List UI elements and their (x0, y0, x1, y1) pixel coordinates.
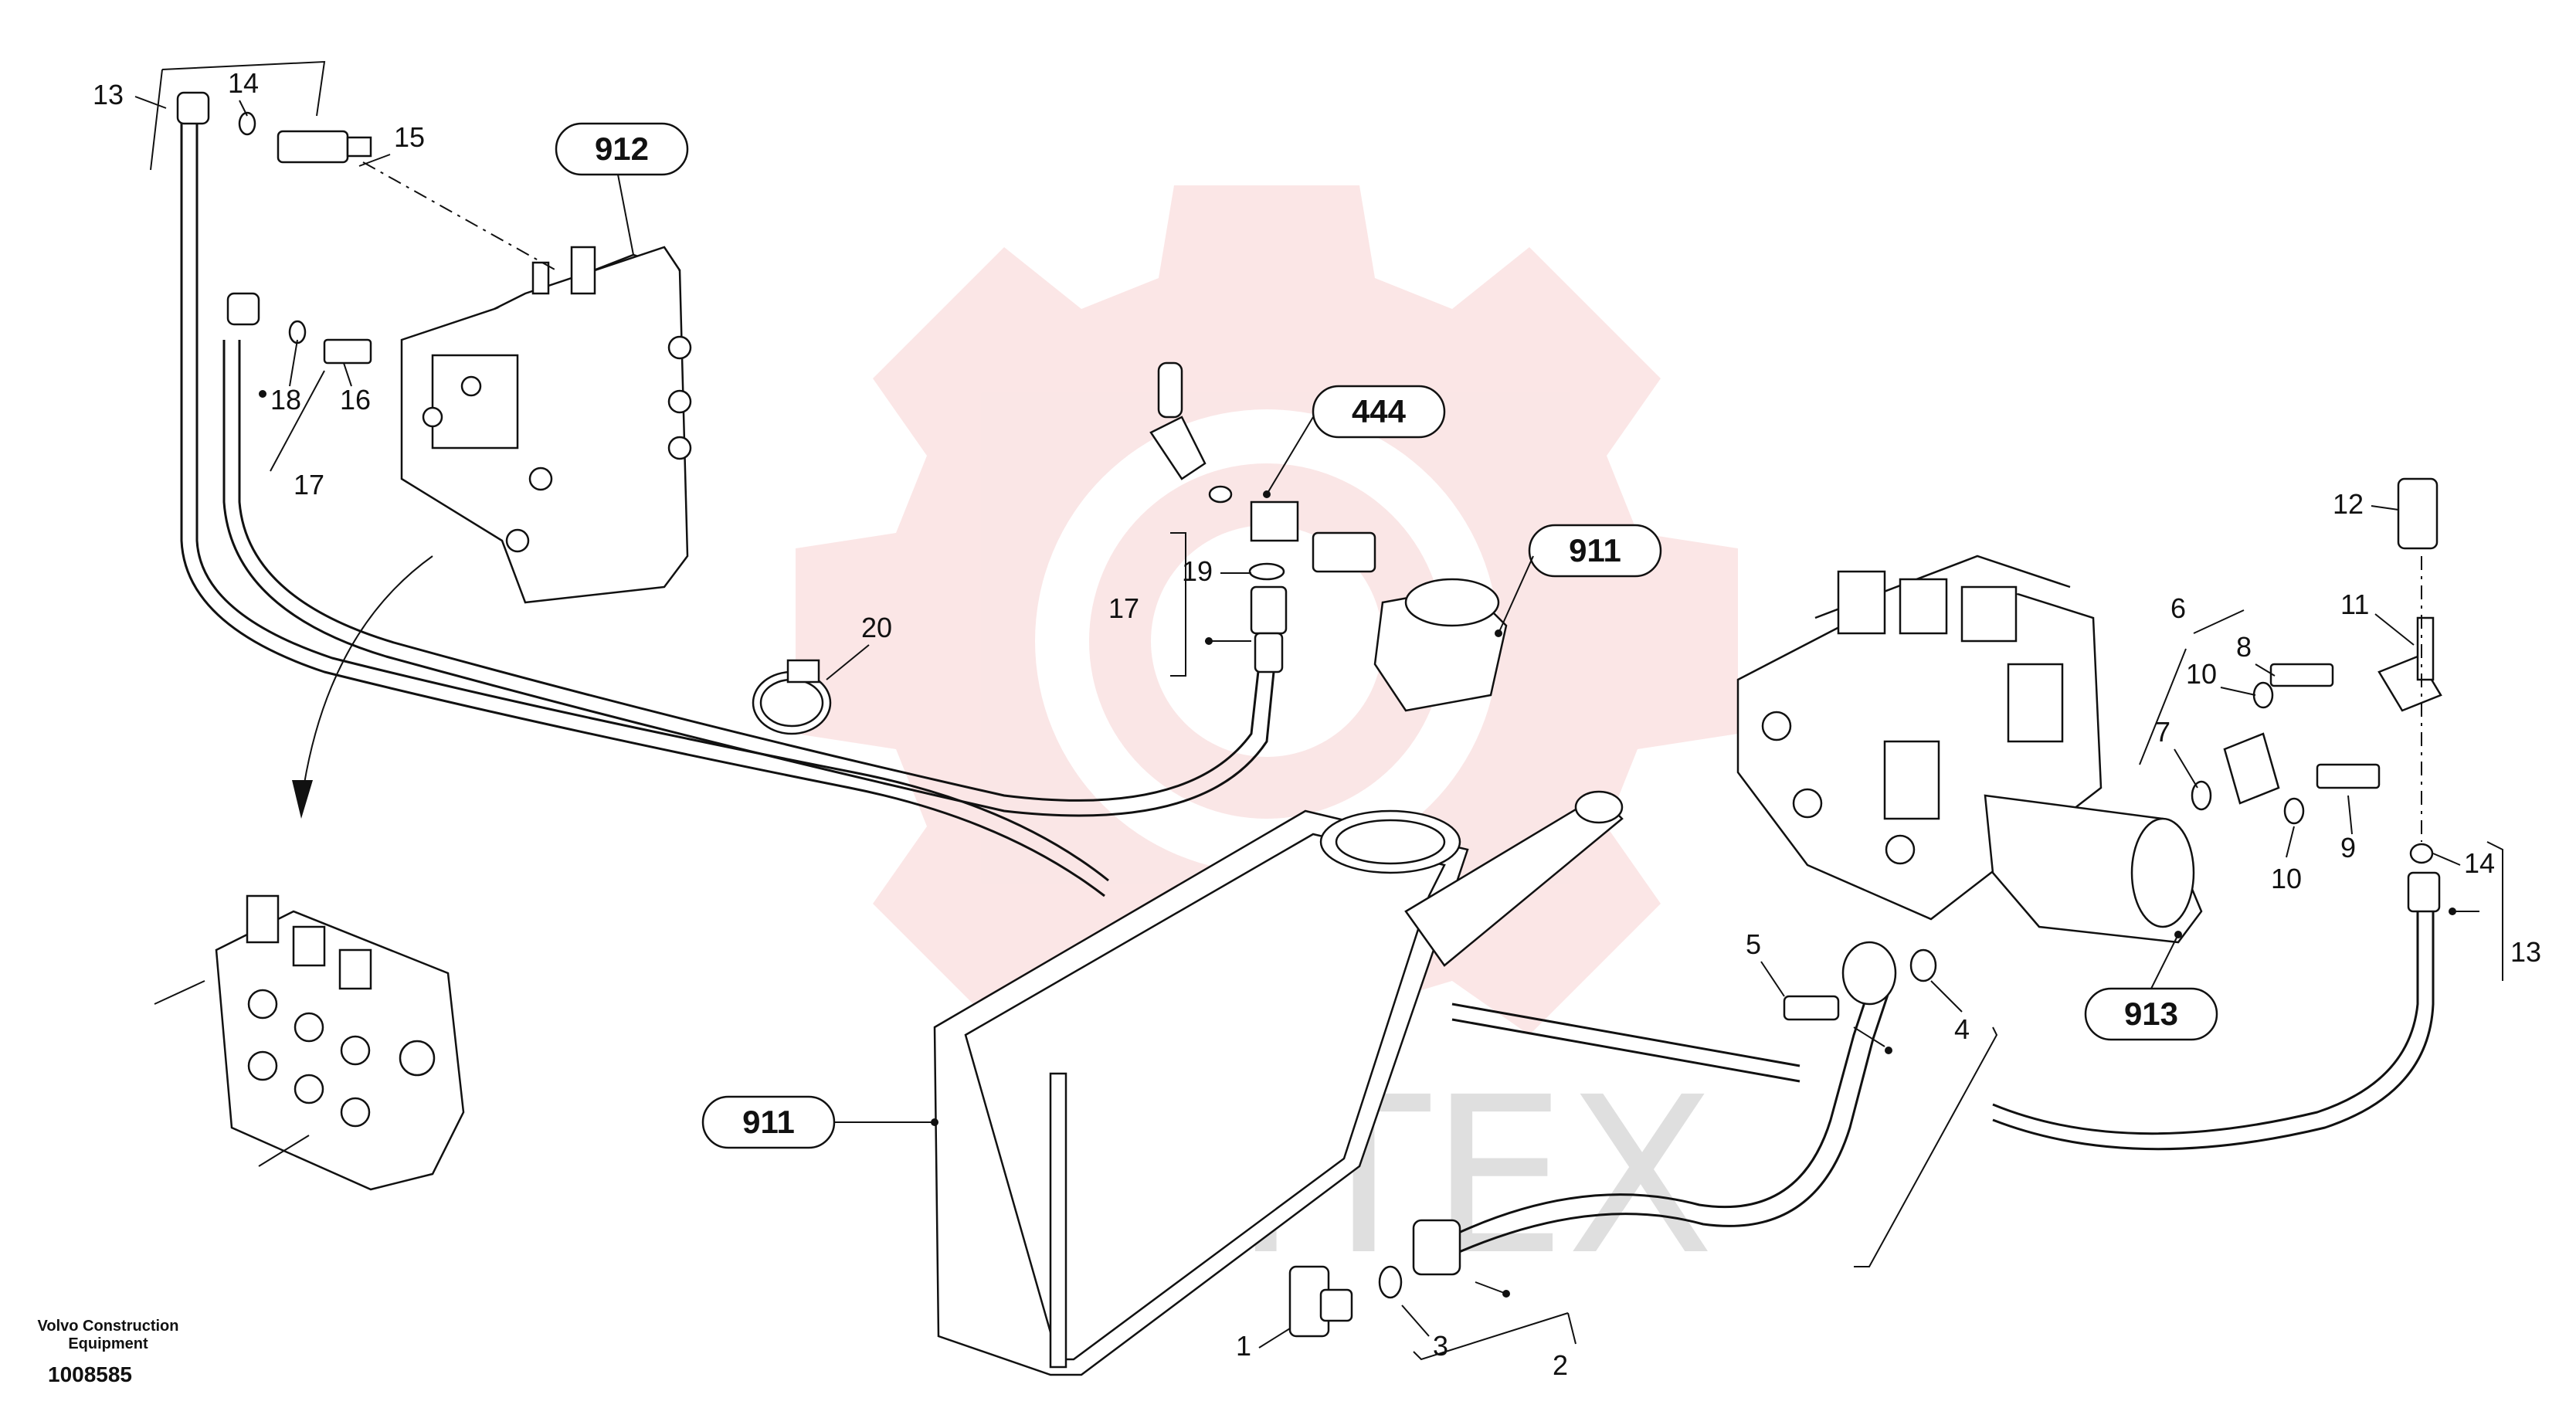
fitting-5-4 (1783, 941, 1937, 1021)
label-14: 14 (2464, 847, 2495, 879)
label-7: 7 (2155, 716, 2170, 748)
fitting-16-18 (226, 292, 372, 365)
callout-444: 444 (1263, 385, 1446, 498)
inner-hose (222, 340, 1276, 817)
label-2: 2 (1553, 1349, 1568, 1381)
label-17: 17 (294, 469, 324, 500)
svg-text:444: 444 (1352, 393, 1407, 429)
svg-text:913: 913 (2124, 996, 2178, 1032)
view-arrow (300, 555, 433, 804)
label-13: 13 (2510, 936, 2541, 968)
label-13: 13 (93, 79, 124, 110)
label-20: 20 (861, 612, 892, 643)
hydraulic-tank-911 (933, 790, 1624, 1376)
svg-text:911: 911 (1569, 532, 1621, 568)
callout-913: 913 (2084, 931, 2218, 1041)
label-6: 6 (2170, 592, 2186, 624)
label-10: 10 (2271, 863, 2302, 894)
arrow-head-icon (292, 780, 313, 819)
label-10: 10 (2186, 658, 2217, 690)
callout-912: 912 (555, 122, 689, 256)
credit-company: Volvo Construction (37, 1318, 179, 1335)
pump-hose (1451, 988, 1890, 1257)
label-19: 19 (1182, 555, 1213, 587)
label-18: 18 (270, 384, 301, 416)
fitting-11-12-14 (2377, 477, 2442, 913)
label-9: 9 (2340, 832, 2356, 863)
fitting-1-3 (1288, 1219, 1461, 1338)
callout-911-tank: 911 (701, 1095, 938, 1149)
label-14: 14 (228, 67, 259, 99)
label-17: 17 (1108, 592, 1139, 624)
credit-company-sub: Equipment (68, 1335, 148, 1352)
label-8: 8 (2236, 631, 2252, 663)
hydraulic-pump-913 (1736, 555, 2203, 944)
document-number: 1008585 (48, 1362, 133, 1386)
valve-detail-view (154, 894, 465, 1191)
svg-text:912: 912 (595, 131, 649, 167)
label-11: 11 (2340, 589, 2369, 620)
label-1: 1 (1236, 1330, 1251, 1362)
label-3: 3 (1433, 1330, 1448, 1362)
label-15: 15 (394, 121, 425, 153)
fitting-6-7-8-9-10 (2191, 663, 2381, 825)
svg-text:911: 911 (742, 1104, 795, 1140)
label-4: 4 (1954, 1013, 1970, 1045)
control-valve-912 (400, 246, 692, 604)
fitting-13-14-15 (176, 91, 557, 271)
callout-911-filter: 911 (1495, 524, 1662, 637)
label-12: 12 (2333, 488, 2364, 520)
right-hose (1992, 904, 2435, 1151)
filter-assembly-911 (1149, 361, 1508, 712)
label-16: 16 (340, 384, 371, 416)
part-labels: 13 14 15 18 16 17 20 19 17 12 11 6 8 10 … (93, 60, 2541, 1381)
hose-clamp (752, 659, 832, 735)
long-return-hose (180, 116, 1800, 1083)
label-5: 5 (1746, 928, 1761, 960)
